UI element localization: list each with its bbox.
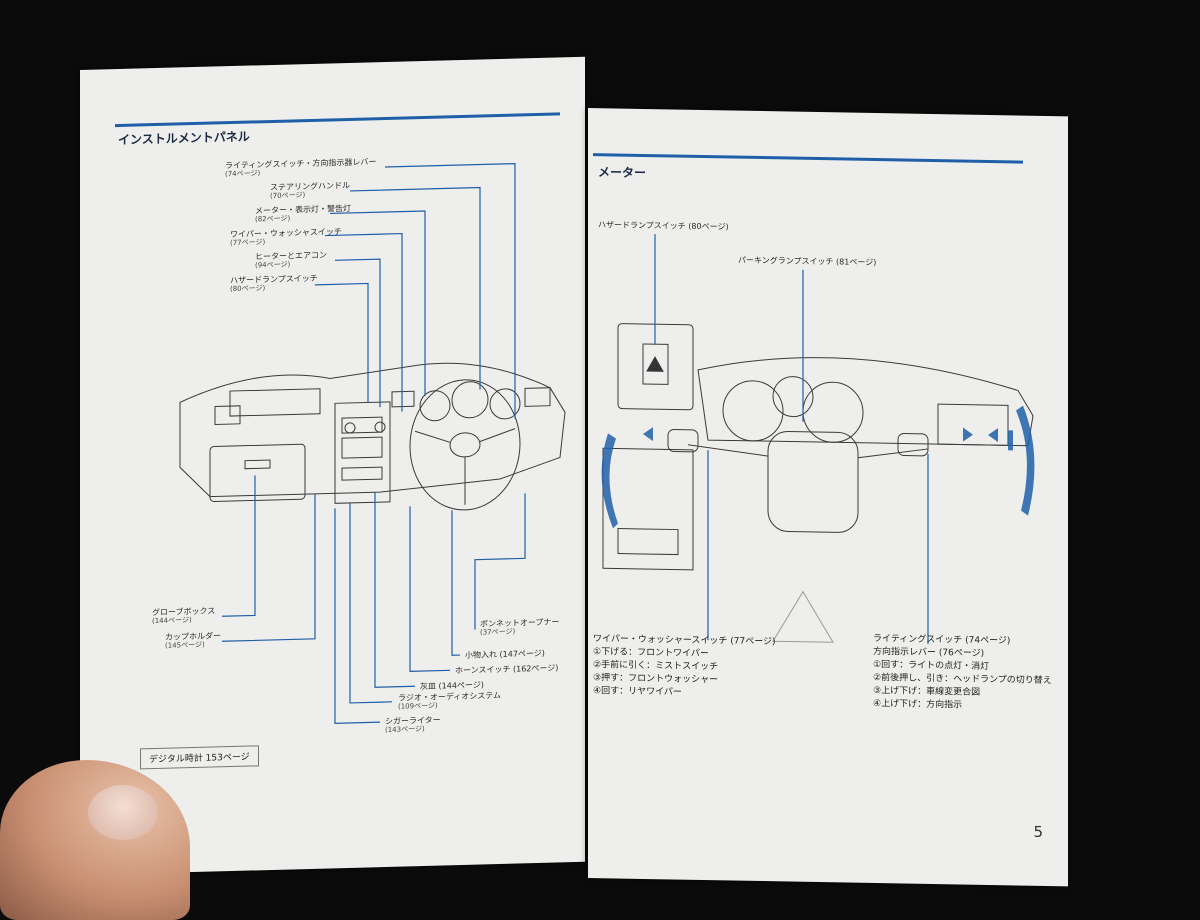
left-page: インストルメントパネル [80, 56, 585, 875]
label-bonnet-opener: ボンネットオープナー(37ページ) [480, 617, 560, 637]
thumb-photo [0, 760, 190, 920]
lighting-switch-caption: ライティングスイッチ (74ページ) 方向指示レバー (76ページ) ①回す：ラ… [873, 633, 1052, 714]
label-heater-aircon: ヒーターとエアコン(94ページ) [255, 250, 327, 270]
label-steering-handle: ステアリングハンドル(70ページ) [270, 180, 350, 201]
page-number: 5 [1033, 822, 1043, 841]
instrument-panel-diagram [179, 162, 566, 724]
meter-diagram [601, 234, 1035, 644]
label-ashtray: 灰皿 (144ページ) [420, 680, 484, 692]
label-meter-indicator: メーター・表示灯・警告灯(82ページ) [255, 203, 351, 224]
label-hazard-switch: ハザードランプスイッチ(80ページ) [230, 273, 318, 294]
thumbnail-nail [88, 785, 158, 840]
label-cigar-lighter: シガーライター(143ページ) [385, 715, 441, 735]
label-cup-holder: カップホルダー(145ページ) [165, 631, 221, 650]
right-page: メーター ハザードランプスイッチ (80ページ) パーキングランプスイッチ (8… [588, 108, 1068, 887]
label-radio-audio: ラジオ・オーディオシステム(109ページ) [398, 690, 502, 711]
label-wiper-washer-switch: ワイパー・ウォッシャスイッチ(77ページ) [230, 227, 342, 248]
label-glove-box: グローブボックス(144ページ) [152, 606, 216, 626]
wiper-switch-caption: ワイパー・ウォッシャースイッチ (77ページ) ①下げる：フロントワイパー ②手… [593, 633, 776, 701]
digital-clock-note: デジタル時計 153ページ [140, 745, 259, 770]
